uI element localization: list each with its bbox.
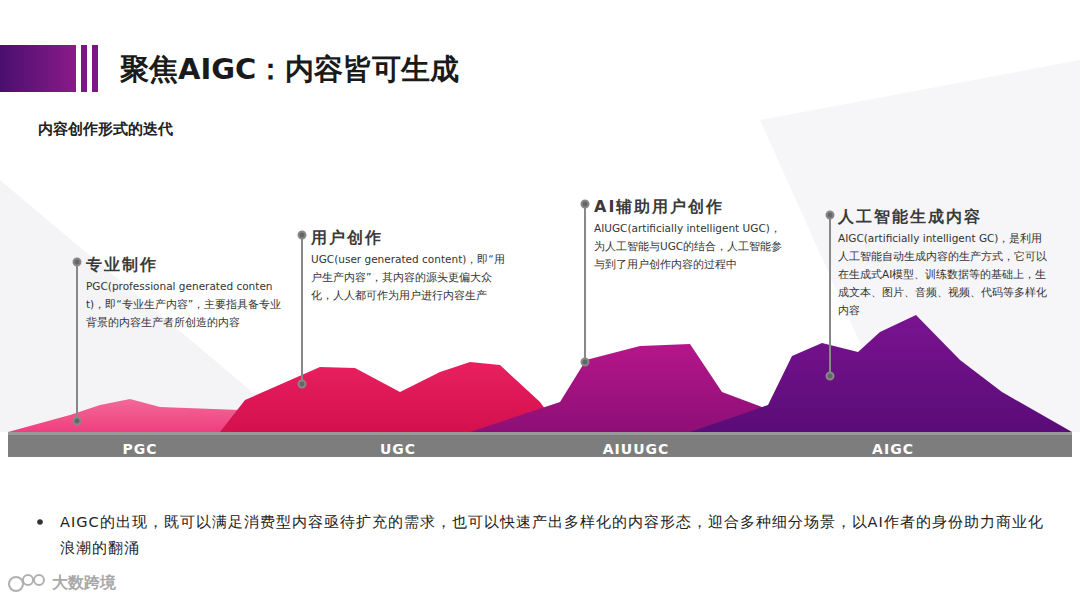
mountain [8,399,240,432]
mountain [690,315,1072,432]
title-bar [81,45,87,92]
bullet-text: AIGC的出现，既可以满足消费型内容亟待扩充的需求，也可以快速产出多样化的内容形… [60,509,1050,561]
callout-body: PGC(professional generated content)，即“专业… [86,277,286,331]
callout: 专业制作PGC(professional generated content)，… [86,255,286,331]
callout-body: AIGC(artificially intelligent GC)，是利用人工智… [838,229,1050,319]
callout-heading: 用户创作 [311,228,511,248]
slide-title: 聚焦AIGC：内容皆可生成 [120,50,459,88]
callout: AI辅助用户创作AIUGC(artificially intelligent U… [594,197,790,273]
callout: 用户创作UGC(user generated content)，即“用户生产内容… [311,228,511,304]
stage-label: AIUUGC [603,441,670,457]
callout-body: UGC(user generated content)，即“用户生产内容”，其内… [311,250,511,304]
stage-label: UGC [380,441,416,457]
background-shape [0,180,300,432]
watermark: 大数跨境 [52,573,116,594]
callout-body: AIUGC(artificially intelligent UGC)，为人工智… [594,219,790,273]
timeline-band [8,432,1072,435]
watermark-icon [9,575,44,591]
callout: 人工智能生成内容AIGC(artificially intelligent GC… [838,207,1050,319]
bullet-dot [37,519,43,525]
callout-heading: AI辅助用户创作 [594,197,790,217]
callout-heading: 人工智能生成内容 [838,207,1050,227]
title-bar [0,45,76,92]
callout-heading: 专业制作 [86,255,286,275]
title-bar [92,45,98,92]
stage-label: AIGC [872,441,914,457]
timeline-band [8,432,1072,457]
subtitle: 内容创作形式的迭代 [38,120,173,139]
stage-label: PGC [122,441,157,457]
leader-lines [74,201,834,425]
